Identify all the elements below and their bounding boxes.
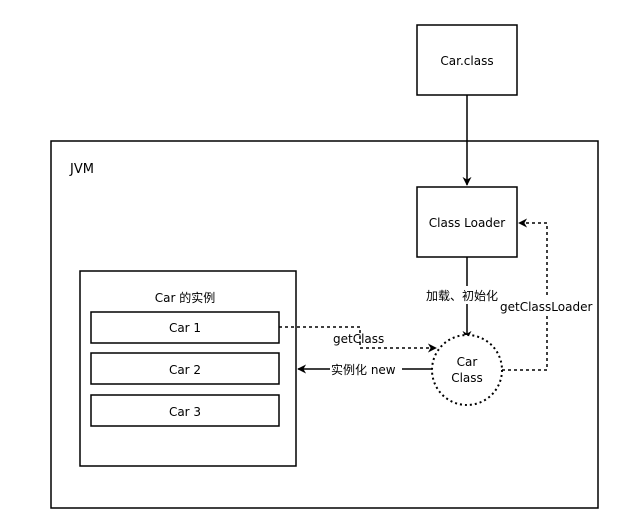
car-class-node [431, 334, 503, 406]
class-loader-label: Class Loader [429, 216, 506, 230]
car3-box [90, 394, 280, 427]
car1-label: Car 1 [169, 321, 201, 335]
get-class-label: getClass [333, 332, 384, 346]
instantiate-label-bg [330, 361, 402, 377]
edge-get-class [279, 326, 437, 353]
car-class-label-line1: Car [457, 355, 478, 369]
edge-get-class-loader [502, 218, 548, 371]
load-init-label-bg [426, 286, 506, 304]
car-class-label-line2: Class [451, 371, 483, 385]
get-class-loader-label: getClassLoader [500, 300, 592, 314]
car-class-file-label: Car.class [440, 54, 493, 68]
jvm-container [50, 140, 599, 509]
load-init-label: 加载、初始化 [426, 289, 498, 303]
instantiate-label: 实例化 new [331, 362, 396, 377]
car2-label: Car 2 [169, 363, 201, 377]
car1-box [90, 311, 280, 344]
car3-label: Car 3 [169, 405, 201, 419]
class-loader-box [416, 186, 518, 258]
jvm-label: JVM [69, 162, 94, 177]
instances-group-label: Car 的实例 [155, 290, 215, 305]
get-class-loader-label-bg [498, 298, 594, 316]
car2-box [90, 352, 280, 385]
